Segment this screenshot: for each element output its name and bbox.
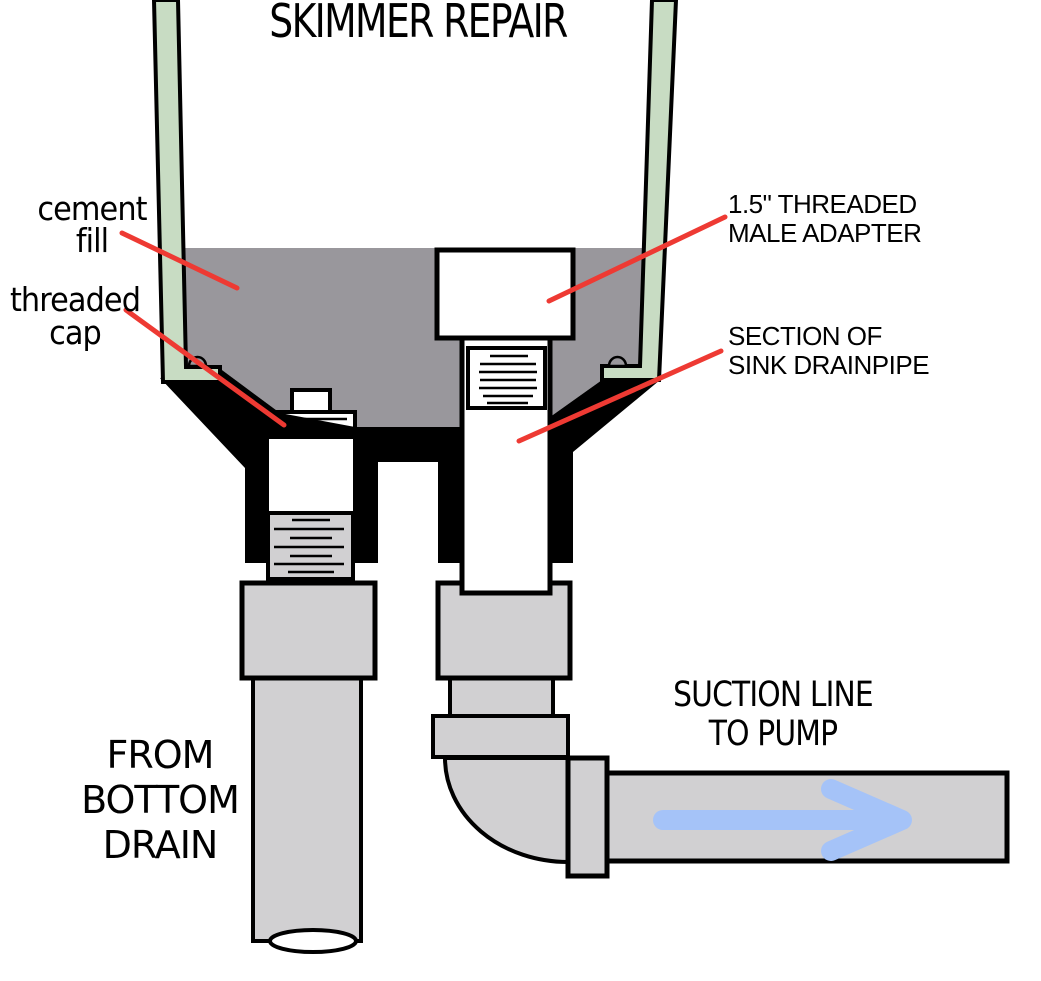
label-suction-line-line1: SUCTION LINE	[673, 675, 874, 715]
leader-threaded-cap	[123, 307, 287, 428]
coupling-right	[435, 580, 573, 681]
leader-male-adapter	[546, 214, 728, 304]
leader-drainpipe	[516, 348, 724, 444]
label-cement-fill-line1: cement	[37, 189, 147, 228]
leader-lines	[119, 214, 728, 444]
bottom-drain-thread-lines	[274, 518, 344, 574]
label-from-bottom-drain-line3: DRAIN	[102, 823, 219, 867]
label-male-adapter-line2: MALE ADAPTER	[728, 218, 922, 248]
label-suction-line-line2: TO PUMP	[708, 714, 838, 754]
elbow-collar	[565, 755, 610, 879]
label-from-bottom-drain-line1: FROM	[106, 733, 215, 777]
leader-cement-fill	[119, 230, 240, 291]
page-title: SKIMMER REPAIR	[269, 0, 568, 48]
male-adapter-thread-lines	[479, 354, 537, 405]
male-adapter-body	[434, 247, 576, 341]
bottom-drain-riser	[265, 435, 357, 517]
label-sink-drainpipe-line2: SINK DRAINPIPE	[728, 350, 930, 380]
skimmer-left-wall	[151, 0, 222, 384]
label-sink-drainpipe-line1: SECTION OF	[728, 321, 882, 351]
label-male-adapter-line1: 1.5" THREADED	[728, 189, 917, 219]
skimmer-right-wall	[600, 0, 679, 382]
label-from-bottom-drain-line2: BOTTOM	[81, 778, 240, 822]
label-cement-fill-line2: fill	[75, 221, 109, 260]
flange-bump-right	[607, 355, 628, 368]
coupling-left	[239, 580, 378, 681]
male-adapter-threads	[466, 346, 547, 410]
elbow-top-band	[431, 714, 570, 759]
flow-arrow-icon	[653, 779, 912, 861]
threaded-cap-top	[290, 388, 332, 414]
label-threaded-cap-line1: threaded	[9, 280, 141, 319]
elbow-body	[442, 756, 570, 865]
bottom-drain-pipe-opening	[268, 928, 358, 954]
label-threaded-cap-line2: cap	[49, 313, 102, 352]
